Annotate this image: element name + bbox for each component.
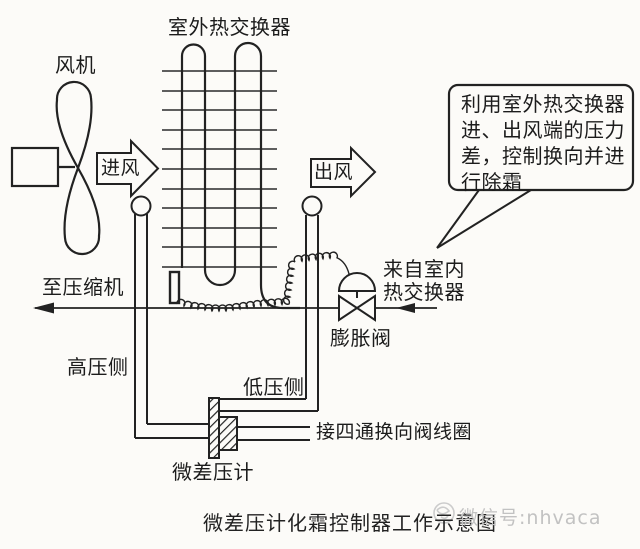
fan-blade-bottom	[63, 165, 101, 256]
low-pressure-label: 低压侧	[243, 375, 305, 399]
differential-pressure-gauge	[208, 397, 238, 459]
callout-line: 利用室外热交换器	[461, 92, 625, 116]
callout-line: 进、出风端的压力	[461, 118, 625, 142]
air-in-arrow	[96, 138, 160, 199]
heat-exchanger-coil	[180, 41, 300, 310]
flow-direction-arrowhead	[396, 303, 415, 313]
four-way-valve-coil-label: 接四通换向阀线圈	[316, 421, 473, 443]
to-compressor-arrowhead	[33, 302, 54, 314]
capillary-coil	[176, 251, 350, 313]
high-pressure-sensing-tube	[130, 195, 209, 439]
fan	[10, 80, 101, 256]
sensing-bulb	[168, 270, 181, 305]
watermark-logo-icon	[433, 502, 455, 524]
air-in-label: 进风	[101, 157, 141, 179]
heat-exchanger-fins	[162, 70, 277, 268]
fan-label: 风机	[55, 53, 96, 77]
callout-bubble	[436, 83, 635, 249]
fan-motor-box	[10, 146, 60, 188]
air-out-label: 出风	[314, 161, 354, 183]
expansion-valve-dome	[337, 272, 377, 292]
expansion-valve-label: 膨胀阀	[330, 326, 392, 350]
air-out-arrow	[310, 145, 377, 199]
gauge-label: 微差压计	[172, 460, 254, 484]
callout-text: 利用室外热交换器 进、出风端的压力 差，控制换向并进 行除霜	[461, 91, 629, 195]
low-pressure-sensing-tube	[219, 195, 323, 412]
callout-line: 行除霜	[461, 170, 523, 194]
figure-caption: 微差压计化霜控制器工作示意图	[203, 511, 497, 535]
from-indoor-label-line1: 来自室内	[383, 257, 465, 281]
coil-wires	[237, 426, 310, 441]
watermark-text: 微信号:nhvaca	[459, 507, 602, 529]
fan-blade-top	[55, 80, 93, 171]
expansion-valve	[337, 272, 377, 322]
outdoor-hx-label: 室外热交换器	[168, 15, 291, 39]
to-compressor-label: 至压缩机	[42, 275, 124, 299]
callout-line: 差，控制换向并进	[461, 144, 625, 168]
from-indoor-label-line2: 热交换器	[383, 280, 465, 304]
high-pressure-label: 高压侧	[67, 355, 129, 379]
